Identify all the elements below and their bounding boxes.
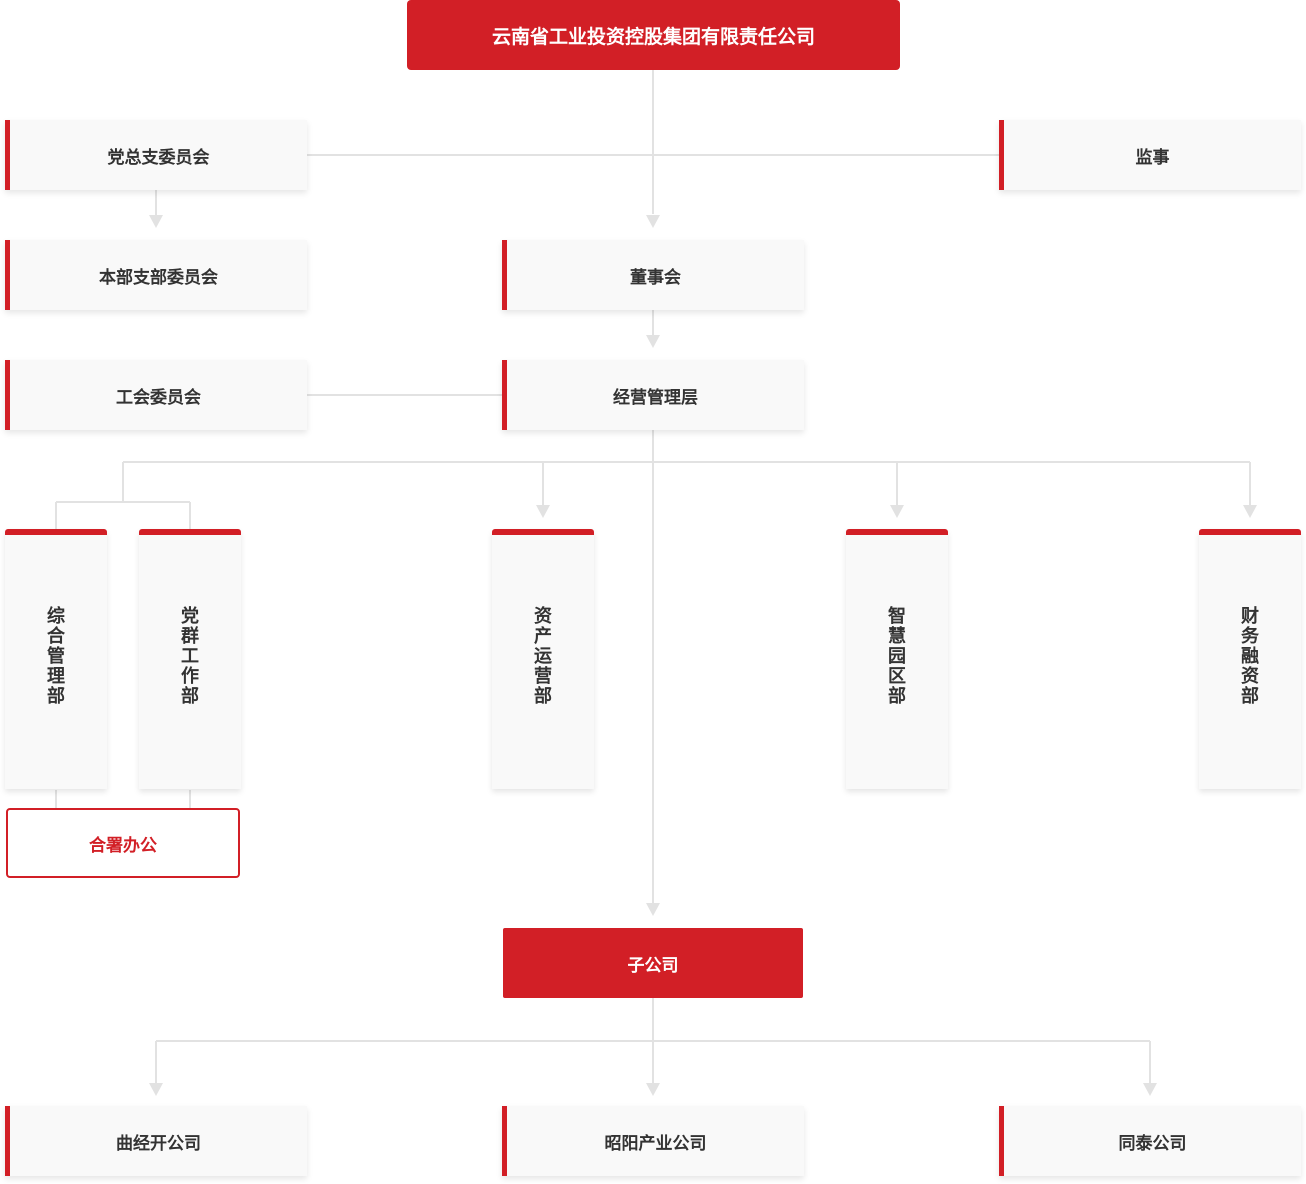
dept-asset-ops-node: 资产运营部 bbox=[492, 529, 594, 789]
supervisor-node: 监事 bbox=[999, 120, 1301, 190]
joint-office-node: 合署办公 bbox=[6, 808, 240, 878]
branch-committee-node: 本部支部委员会 bbox=[5, 240, 307, 310]
dept-party-mass-node: 党群工作部 bbox=[139, 529, 241, 789]
dept-smart-park-label: 智慧园区部 bbox=[887, 606, 906, 707]
sub-tongtai-node: 同泰公司 bbox=[999, 1106, 1301, 1176]
sub-zhaoyang-label: 昭阳产业公司 bbox=[604, 1133, 707, 1154]
management-node: 经营管理层 bbox=[502, 360, 804, 430]
branch-committee-label: 本部支部委员会 bbox=[99, 267, 218, 288]
dept-party-mass-label: 党群工作部 bbox=[180, 606, 199, 707]
sub-qujing-node: 曲经开公司 bbox=[5, 1106, 307, 1176]
subsidiaries-node: 子公司 bbox=[503, 928, 803, 998]
board-node: 董事会 bbox=[502, 240, 804, 310]
subsidiaries-label: 子公司 bbox=[627, 955, 679, 976]
dept-smart-park-node: 智慧园区部 bbox=[846, 529, 948, 789]
sub-zhaoyang-node: 昭阳产业公司 bbox=[502, 1106, 804, 1176]
union-committee-node: 工会委员会 bbox=[5, 360, 307, 430]
sub-tongtai-label: 同泰公司 bbox=[1118, 1133, 1187, 1154]
union-committee-label: 工会委员会 bbox=[116, 387, 201, 408]
party-committee-node: 党总支委员会 bbox=[5, 120, 307, 190]
dept-finance-label: 财务融资部 bbox=[1240, 606, 1259, 707]
sub-qujing-label: 曲经开公司 bbox=[116, 1133, 201, 1154]
supervisor-label: 监事 bbox=[1135, 147, 1170, 168]
dept-general-node: 综合管理部 bbox=[5, 529, 107, 789]
joint-office-label: 合署办公 bbox=[89, 835, 157, 856]
management-label: 经营管理层 bbox=[613, 387, 698, 408]
dept-asset-ops-label: 资产运营部 bbox=[533, 606, 552, 707]
root-company-node: 云南省工业投资控股集团有限责任公司 bbox=[407, 0, 900, 70]
dept-general-label: 综合管理部 bbox=[46, 606, 65, 707]
dept-finance-node: 财务融资部 bbox=[1199, 529, 1301, 789]
party-committee-label: 党总支委员会 bbox=[107, 147, 210, 168]
board-label: 董事会 bbox=[630, 267, 681, 288]
root-company-label: 云南省工业投资控股集团有限责任公司 bbox=[491, 25, 815, 48]
